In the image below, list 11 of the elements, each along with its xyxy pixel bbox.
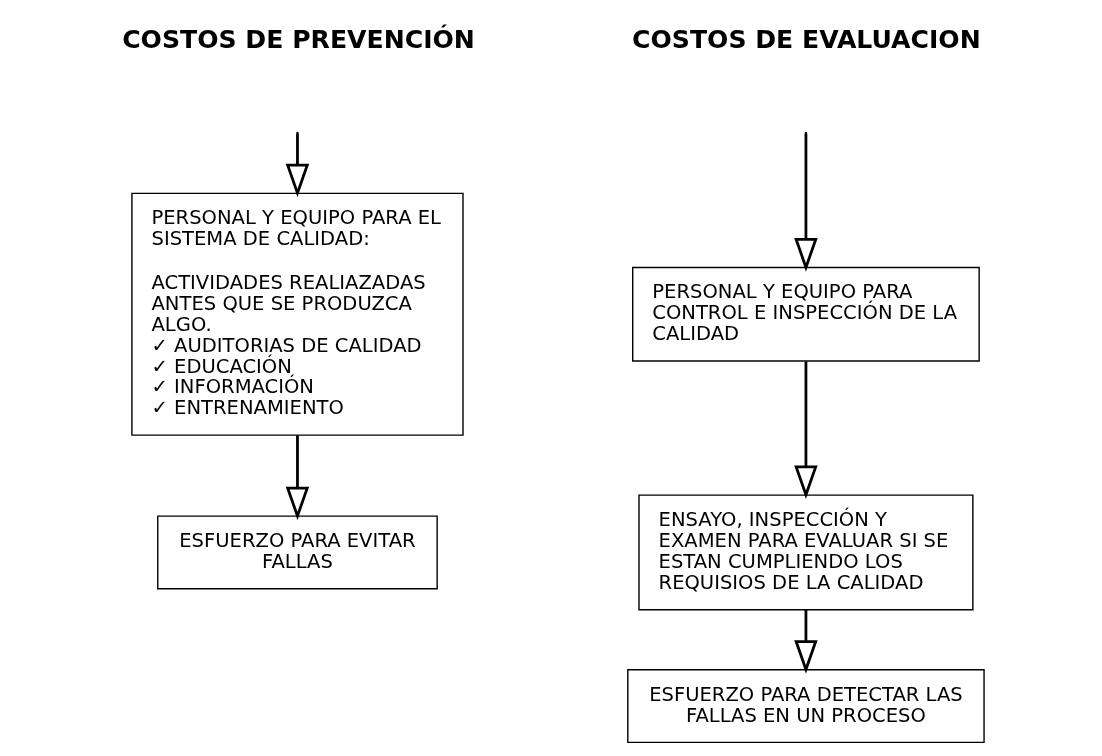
node-box: PERSONAL Y EQUIPO PARA EL SISTEMA DE CALIDAD: ACTIVIDADES REALIAZADAS ANTES QUE SE PRODUZCA ALGO. ✓ AUDITORIAS DE CALIDAD ✓ EDUCACIÓN ✓ INFORMACIÓN ✓ ENTRENAMIENTO xyxy=(131,192,464,436)
label: COSTOS DE EVALUACION xyxy=(632,24,981,54)
arrow xyxy=(285,133,310,198)
label: COSTOS DE PREVENCIÓN xyxy=(122,24,475,54)
node-box: ESFUERZO PARA DETECTAR LAS FALLAS EN UN PROCESO xyxy=(627,669,985,744)
node-box: PERSONAL Y EQUIPO PARA CONTROL E INSPECCIÓN DE LA CALIDAD xyxy=(632,266,980,362)
arrow xyxy=(794,610,818,674)
arrow xyxy=(794,361,818,500)
node-box: ESFUERZO PARA EVITAR FALLAS xyxy=(157,515,438,590)
node-box: ENSAYO, INSPECCIÓN Y EXAMEN PARA EVALUAR SI SE ESTAN CUMPLIENDO LOS REQUISIOS DE LA CALIDAD xyxy=(638,494,974,611)
arrow xyxy=(285,435,310,521)
